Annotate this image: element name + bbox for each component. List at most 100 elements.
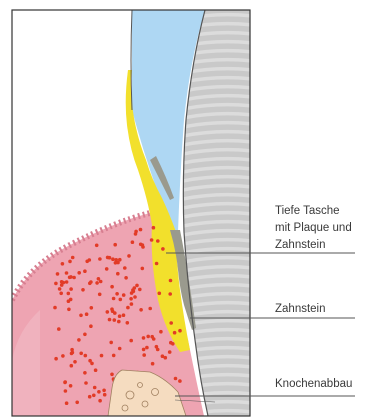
inflammation-dot	[61, 354, 65, 358]
inflammation-dot	[85, 260, 89, 264]
inflammation-dot	[54, 357, 58, 361]
label-deep-pocket-line2: mit Plaque und	[275, 222, 352, 234]
inflammation-dot	[61, 262, 65, 266]
label-bone-loss: Knochenabbau	[275, 378, 352, 390]
inflammation-dot	[90, 306, 94, 310]
inflammation-dot	[150, 238, 154, 242]
inflammation-dot	[67, 299, 71, 303]
inflammation-dot	[94, 368, 98, 372]
inflammation-dot	[75, 401, 79, 405]
inflammation-dot	[129, 339, 133, 343]
inflammation-dot	[60, 280, 64, 284]
inflammation-dot	[122, 293, 126, 297]
inflammation-dot	[83, 269, 87, 273]
inflammation-dot	[69, 384, 73, 388]
inflammation-dot	[81, 288, 85, 292]
inflammation-dot	[151, 362, 155, 366]
inflammation-dot	[65, 280, 69, 284]
inflammation-dot	[109, 341, 113, 345]
inflammation-dot	[126, 306, 130, 310]
inflammation-dot	[139, 228, 143, 232]
inflammation-dot	[155, 262, 159, 266]
inflammation-dot	[57, 327, 61, 331]
inflammation-dot	[158, 292, 162, 296]
inflammation-dot	[84, 354, 88, 358]
inflammation-dot	[141, 245, 145, 249]
inflammation-dot	[119, 298, 123, 302]
inflammation-dot	[148, 307, 152, 311]
label-deep-pocket-line1: Tiefe Tasche	[275, 205, 340, 217]
inflammation-dot	[68, 276, 72, 280]
inflammation-dot	[117, 320, 121, 324]
inflammation-dot	[168, 292, 172, 296]
inflammation-dot	[108, 256, 112, 260]
inflammation-dot	[110, 307, 114, 311]
inflammation-dot	[138, 288, 142, 292]
inflammation-dot	[122, 313, 126, 317]
inflammation-dot	[89, 324, 93, 328]
inflammation-dot	[97, 277, 101, 281]
inflammation-dot	[70, 348, 74, 352]
inflammation-dot	[100, 354, 104, 358]
inflammation-dot	[83, 371, 87, 375]
inflammation-dot	[98, 293, 102, 297]
inflammation-dot	[112, 297, 116, 301]
inflammation-dot	[93, 386, 97, 390]
inflammation-dot	[53, 306, 57, 310]
inflammation-dot	[164, 356, 168, 360]
label-deep-pocket-line3: Zahnstein	[275, 239, 326, 251]
inflammation-dot	[118, 347, 122, 351]
inflammation-dot	[155, 345, 159, 349]
inflammation-dot	[131, 240, 135, 244]
inflammation-dot	[95, 244, 99, 248]
inflammation-dot	[126, 321, 130, 325]
inflammation-dot	[130, 302, 134, 306]
inflammation-dot	[77, 338, 81, 342]
inflammation-dot	[97, 390, 101, 394]
inflammation-dot	[127, 254, 131, 258]
inflammation-dot	[173, 331, 177, 335]
inflammation-dot	[59, 292, 63, 296]
inflammation-dot	[88, 359, 92, 363]
inflammation-dot	[156, 239, 160, 243]
inflammation-dot	[152, 226, 156, 230]
inflammation-dot	[134, 232, 138, 236]
inflammation-dot	[106, 310, 110, 314]
inflammation-dot	[114, 261, 118, 265]
inflammation-dot	[73, 360, 77, 364]
inflammation-dot	[92, 394, 96, 398]
inflammation-dot	[60, 283, 64, 287]
inflammation-dot	[139, 308, 143, 312]
inflammation-dot	[63, 381, 67, 385]
inflammation-dot	[113, 311, 117, 315]
inflammation-dot	[178, 329, 182, 333]
inflammation-dot	[161, 247, 165, 251]
inflammation-dot	[141, 267, 145, 271]
inflammation-dot	[145, 346, 149, 350]
inflammation-dot	[65, 401, 69, 405]
inflammation-dot	[79, 314, 83, 318]
inflammation-dot	[70, 364, 74, 368]
inflammation-dot	[112, 354, 116, 358]
inflammation-dot	[79, 352, 83, 356]
inflammation-dot	[118, 314, 122, 318]
inflammation-dot	[142, 353, 146, 357]
inflammation-dot	[88, 395, 92, 399]
inflammation-dot	[168, 350, 172, 354]
inflammation-dot	[178, 379, 182, 383]
inflammation-dot	[110, 373, 114, 377]
inflammation-dot	[56, 272, 60, 276]
inflammation-dot	[69, 287, 73, 291]
inflammation-dot	[115, 292, 119, 296]
inflammation-dot	[105, 267, 109, 271]
inflammation-dot	[64, 389, 68, 393]
inflammation-dot	[67, 292, 71, 296]
inflammation-dot	[67, 308, 71, 312]
inflammation-dot	[111, 257, 115, 261]
inflammation-dot	[98, 257, 102, 261]
inflammation-dot	[142, 336, 146, 340]
inflammation-dot	[135, 284, 139, 288]
inflammation-dot	[116, 272, 120, 276]
inflammation-dot	[68, 260, 72, 264]
